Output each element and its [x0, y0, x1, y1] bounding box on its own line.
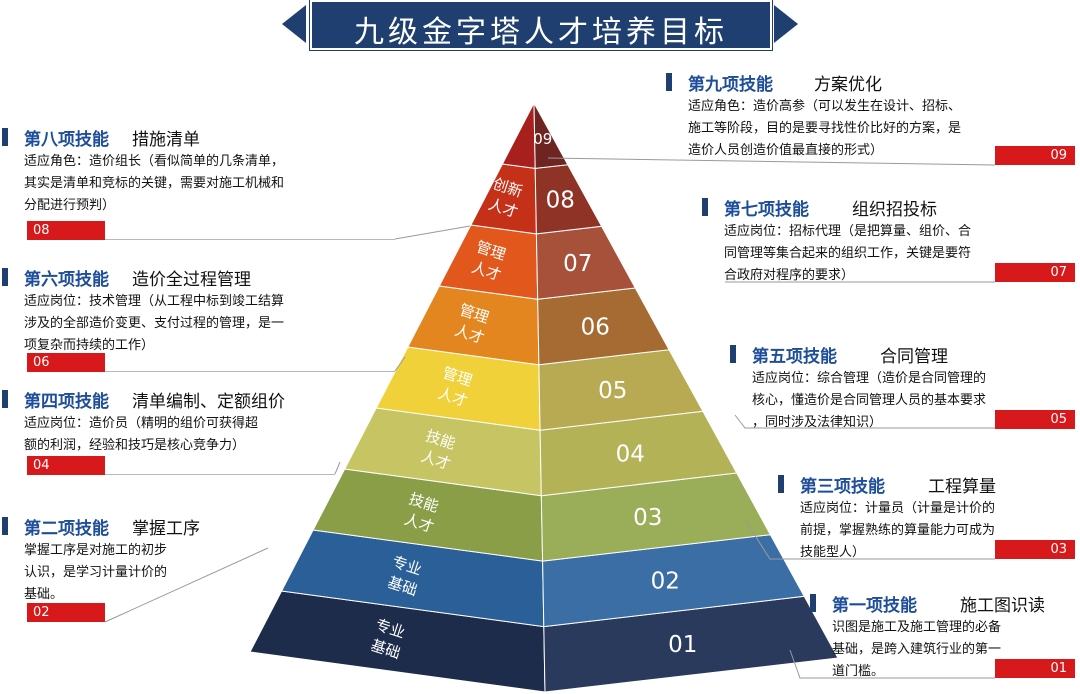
- skill-06-title: 第六项技能: [24, 270, 109, 290]
- skill-08-title: 第八项技能: [24, 130, 109, 150]
- skill-06-desc-line: 适应岗位：技术管理（从工程中标到竣工结算: [24, 294, 285, 309]
- connector-line: [789, 649, 995, 679]
- skill-08-tag: 08: [27, 221, 105, 240]
- skill-05-desc-line: 核心，懂造价是合同管理人员的基本要求: [752, 393, 987, 408]
- marker-bar: [2, 517, 8, 535]
- skill-08-name: 措施清单: [132, 130, 200, 150]
- skill-03-desc-line: 技能型人）: [800, 545, 866, 560]
- skill-06-name: 造价全过程管理: [132, 270, 251, 290]
- skill-06-desc-line: 涉及的全部造价变更、支付过程的管理，是一: [24, 316, 285, 331]
- pyramid-layer-number: 07: [563, 251, 592, 277]
- skill-04-name: 清单编制、定额组价: [132, 392, 285, 412]
- skill-09-desc-line: 施工等阶段，目的是要寻找性价比好的方案，是: [688, 121, 962, 136]
- skill-04-desc-line: 额的利润，经验和技巧是核心竞争力）: [24, 438, 246, 453]
- skill-04-title: 第四项技能: [24, 392, 109, 412]
- connector-line: [394, 356, 406, 372]
- page-title: 九级金字塔人才培养目标: [354, 15, 728, 50]
- skill-01-desc-line: 道门槛。: [832, 664, 885, 679]
- marker-bar: [810, 594, 816, 612]
- pyramid-layer-number: 06: [581, 314, 610, 340]
- connector-line: [105, 239, 395, 240]
- marker-bar: [702, 198, 708, 216]
- right-arrow-icon: [774, 5, 798, 43]
- marker-bar: [2, 128, 8, 146]
- skill-05-desc-line: ，同时涉及法律知识）: [752, 415, 883, 430]
- skill-04-desc-line: 适应岗位：造价员（精明的组价可获得超: [24, 416, 259, 431]
- skill-03-desc-line: 前提，掌握熟练的算量能力可成为: [800, 523, 996, 538]
- pyramid-layer-09-left-face: [501, 102, 536, 169]
- connector-line: [734, 414, 995, 429]
- connector-line: [334, 461, 341, 475]
- skill-07-desc-line: 适应岗位：招标代理（是把算量、组价、合: [724, 224, 972, 239]
- skill-01-annotation: 第一项技能 施工图识读 识图是施工及施工管理的必备 基础，是跨入建筑行业的第一 …: [810, 591, 1045, 683]
- skill-02-annotation: 第二项技能 掌握工序 掌握工序是对施工的初步 认识，是学习计量计价的 基础。: [2, 514, 200, 606]
- pyramid-layer-number: 03: [633, 505, 662, 531]
- skill-09-annotation: 第九项技能 方案优化 适应角色：造价高参（可以发生在设计、招标、 施工等阶段，目…: [666, 70, 961, 162]
- skill-03-name: 工程算量: [928, 477, 996, 497]
- skill-09-desc-line: 造价人员创造价值最直接的形式）: [688, 143, 884, 158]
- skill-05-name: 合同管理: [880, 347, 948, 367]
- skill-01-name: 施工图识读: [960, 596, 1045, 616]
- connector-line: [394, 225, 471, 240]
- pyramid-layer-number: 05: [598, 378, 627, 404]
- skill-07-name: 组织招投标: [852, 200, 937, 220]
- skill-02-tag: 02: [27, 603, 105, 622]
- skill-09-desc-line: 适应角色：造价高参（可以发生在设计、招标、: [688, 99, 962, 114]
- marker-bar: [778, 475, 784, 493]
- pyramid-layer-number: 04: [616, 442, 645, 468]
- skill-01-desc-line: 识图是施工及施工管理的必备: [832, 620, 1002, 635]
- pyramid-layer-09-right-face: [533, 102, 569, 169]
- left-arrow-icon: [282, 5, 306, 43]
- skill-09-name: 方案优化: [814, 75, 882, 95]
- marker-bar: [666, 73, 672, 91]
- skill-08-desc-line: 适应角色：造价组长（看似简单的几条清单，: [24, 154, 285, 169]
- skill-06-annotation: 第六项技能 造价全过程管理 适应岗位：技术管理（从工程中标到竣工结算 涉及的全部…: [2, 265, 284, 357]
- skill-04-annotation: 第四项技能 清单编制、定额组价 适应岗位：造价员（精明的组价可获得超 额的利润，…: [2, 387, 285, 457]
- skill-02-desc-line: 认识，是学习计量计价的: [24, 565, 168, 580]
- skill-06-desc-line: 项复杂而持续的工作）: [24, 338, 155, 353]
- skill-07-desc-line: 合政府对程序的要求）: [724, 268, 855, 283]
- skill-03-tag: 03: [995, 540, 1075, 559]
- skill-03-desc-line: 适应岗位：计量员（计量是计价的: [800, 501, 996, 516]
- skill-05-desc-line: 适应岗位：综合管理（造价是合同管理的: [752, 371, 987, 386]
- skill-07-title: 第七项技能: [724, 200, 809, 220]
- skill-08-desc-line: 其实是清单和竞标的关键，需要对施工机械和: [24, 176, 285, 191]
- skill-07-desc-line: 同管理等集合起来的组织工作，关键是要符: [724, 246, 972, 261]
- skill-09-title: 第九项技能: [688, 75, 773, 95]
- connector-line: [105, 371, 395, 372]
- skill-02-title: 第二项技能: [24, 519, 109, 539]
- skill-04-tag: 04: [27, 456, 105, 475]
- skill-02-name: 掌握工序: [132, 519, 200, 539]
- marker-bar: [2, 268, 8, 286]
- skill-09-tag: 09: [995, 146, 1075, 165]
- skill-03-annotation: 第三项技能 工程算量 适应岗位：计量员（计量是计价的 前提，掌握熟练的算量能力可…: [778, 472, 996, 564]
- marker-bar: [730, 345, 736, 363]
- skill-01-tag: 01: [995, 659, 1075, 678]
- connector-line: [104, 547, 269, 623]
- connector-line: [744, 519, 995, 560]
- pyramid-layer-number: 01: [668, 632, 697, 658]
- skill-05-tag: 05: [995, 410, 1075, 429]
- skill-02-desc-line: 掌握工序是对施工的初步: [24, 543, 168, 558]
- skill-02-desc-line: 基础。: [24, 587, 64, 602]
- connector-line: [547, 157, 996, 166]
- skill-08-annotation: 第八项技能 措施清单 适应角色：造价组长（看似简单的几条清单， 其实是清单和竞标…: [2, 125, 284, 217]
- pyramid-layer-number: 02: [651, 569, 680, 595]
- connector-line: [105, 474, 335, 475]
- skill-07-tag: 07: [995, 263, 1075, 282]
- marker-bar: [2, 390, 8, 408]
- skill-01-desc-line: 基础，是跨入建筑行业的第一: [832, 642, 1002, 657]
- skill-01-title: 第一项技能: [832, 596, 917, 616]
- title-banner: 九级金字塔人才培养目标: [282, 0, 798, 50]
- pyramid-layer-number: 08: [546, 187, 575, 213]
- skill-03-title: 第三项技能: [800, 477, 885, 497]
- title-box: 九级金字塔人才培养目标: [310, 0, 772, 50]
- skill-08-desc-line: 分配进行预判）: [24, 198, 116, 213]
- pyramid-layer-number: 09: [533, 130, 552, 148]
- skill-06-tag: 06: [27, 353, 105, 372]
- skill-05-annotation: 第五项技能 合同管理 适应岗位：综合管理（造价是合同管理的 核心，懂造价是合同管…: [730, 342, 986, 434]
- skill-07-annotation: 第七项技能 组织招投标 适应岗位：招标代理（是把算量、组价、合 同管理等集合起来…: [702, 195, 971, 287]
- skill-05-title: 第五项技能: [752, 347, 837, 367]
